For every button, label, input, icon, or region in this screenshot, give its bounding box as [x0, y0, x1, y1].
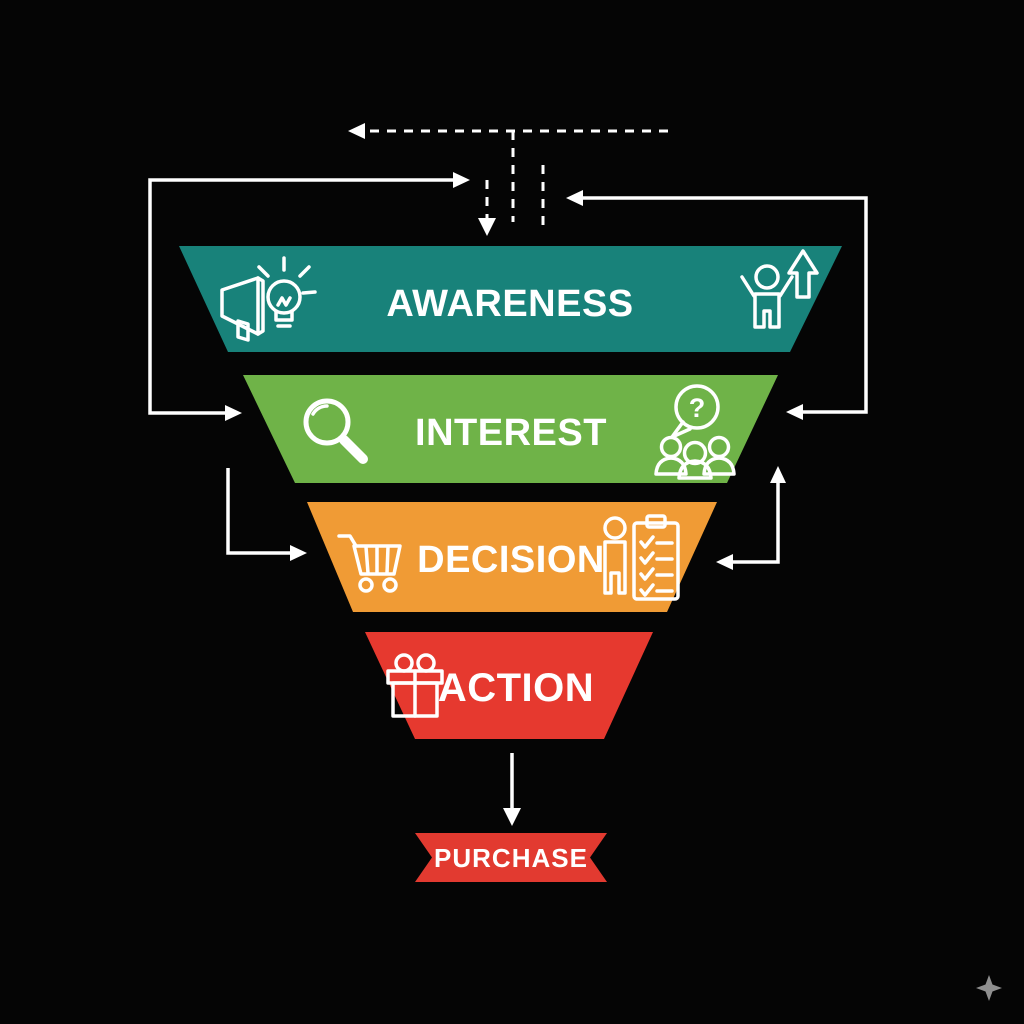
- funnel-stage-decision: [307, 502, 717, 612]
- celebrating-person-icon: [740, 264, 794, 329]
- right-loop-arrow-top: [566, 190, 868, 420]
- right-arrowhead-icon: [453, 172, 470, 188]
- purchase-ribbon: [415, 833, 607, 882]
- left-loop-arrow-bottom: [226, 468, 307, 561]
- down-arrowhead-icon: [503, 808, 521, 826]
- right-arrowhead-icon: [225, 405, 242, 421]
- growth-arrow-icon: [787, 249, 819, 299]
- stage-label-action: ACTION: [438, 666, 594, 710]
- left-loop-arrow-top: [148, 172, 470, 421]
- left-arrowhead-icon: [566, 190, 583, 206]
- top-dashed-flow: [348, 123, 668, 236]
- audience-question-icon: ?: [654, 384, 736, 480]
- left-arrowhead-icon: [716, 554, 733, 570]
- funnel-stage-awareness: [179, 246, 842, 352]
- right-loop-arrow-bottom: [716, 466, 786, 570]
- lightbulb-icon: [257, 256, 317, 328]
- sparkle-icon: [976, 975, 1002, 1001]
- stage-label-decision: DECISION: [417, 539, 605, 581]
- stage-label-interest: INTEREST: [415, 412, 607, 454]
- dashed-down-arrowhead-icon: [478, 218, 496, 236]
- stage-label-awareness: AWARENESS: [386, 283, 633, 325]
- question-mark: ?: [689, 393, 706, 423]
- funnel-stage-interest: [243, 375, 778, 483]
- dashed-left-arrowhead-icon: [348, 123, 365, 139]
- magnifier-icon: [303, 398, 368, 464]
- shopping-cart-icon: [337, 534, 402, 593]
- person-checklist-icon: [603, 514, 680, 601]
- right-arrowhead-icon: [290, 545, 307, 561]
- up-arrowhead-icon: [770, 466, 786, 483]
- ribbon-label-purchase: PURCHASE: [434, 843, 588, 873]
- funnel-exit-arrow: [503, 753, 521, 826]
- left-arrowhead-icon: [786, 404, 803, 420]
- megaphone-icon: [220, 276, 265, 342]
- gift-box-icon: [386, 653, 444, 718]
